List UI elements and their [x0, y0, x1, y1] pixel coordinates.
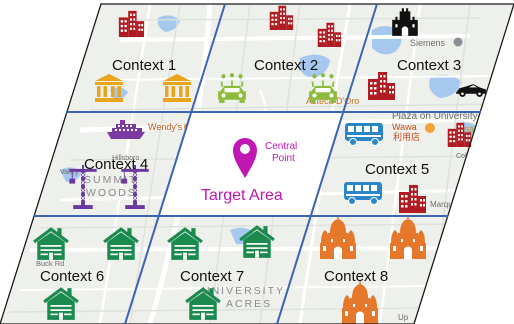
context-label-2: Context 2 [254, 57, 318, 74]
map-label-woods: WOODS [86, 187, 137, 199]
map-label-marquis: Marquis [430, 200, 458, 209]
central-point-pin-icon [233, 138, 257, 178]
context-label-5: Context 5 [365, 161, 429, 178]
snacks-pin-icon [425, 123, 435, 133]
siemens-pin-icon [453, 37, 463, 47]
map-label-siemens: Siemens [410, 38, 446, 48]
central-point-label-line2: Point [272, 153, 295, 164]
map-label-summit: SUMMIT [84, 174, 137, 186]
grid-lines [0, 3, 514, 324]
context-label-6: Context 6 [40, 268, 104, 285]
context-labels: Context 1 Context 2 Context 3 Context 4 … [40, 57, 461, 285]
map-label-valley: Valley Tr [60, 169, 87, 176]
target-area-label: Target Area [201, 187, 283, 204]
map-label-wendys: Wendy's [148, 122, 183, 132]
context-label-7: Context 7 [180, 268, 244, 285]
map-label-university: UNIVERSITY [202, 285, 285, 297]
map-label-up: Up [398, 313, 409, 322]
map-label-acres: ACRES [226, 298, 272, 310]
map-label-snacks: Snacks [458, 124, 488, 134]
central-point-label-line1: Central [265, 141, 297, 152]
map-label-hillsboro: Hillsboro [112, 155, 139, 162]
map-label-plaza: Plaza on University [392, 111, 478, 122]
context-label-4: Context 4 [84, 156, 148, 173]
map-label-cn: 利用店 [393, 131, 420, 142]
context-label-8: Context 8 [324, 268, 388, 285]
map-label-buck: Buck Rd [36, 259, 64, 268]
context-label-1: Context 1 [112, 57, 176, 74]
context-label-3: Context 3 [397, 57, 461, 74]
map-label-wawa: Wawa [392, 122, 417, 132]
map-label-college: College [456, 153, 480, 160]
